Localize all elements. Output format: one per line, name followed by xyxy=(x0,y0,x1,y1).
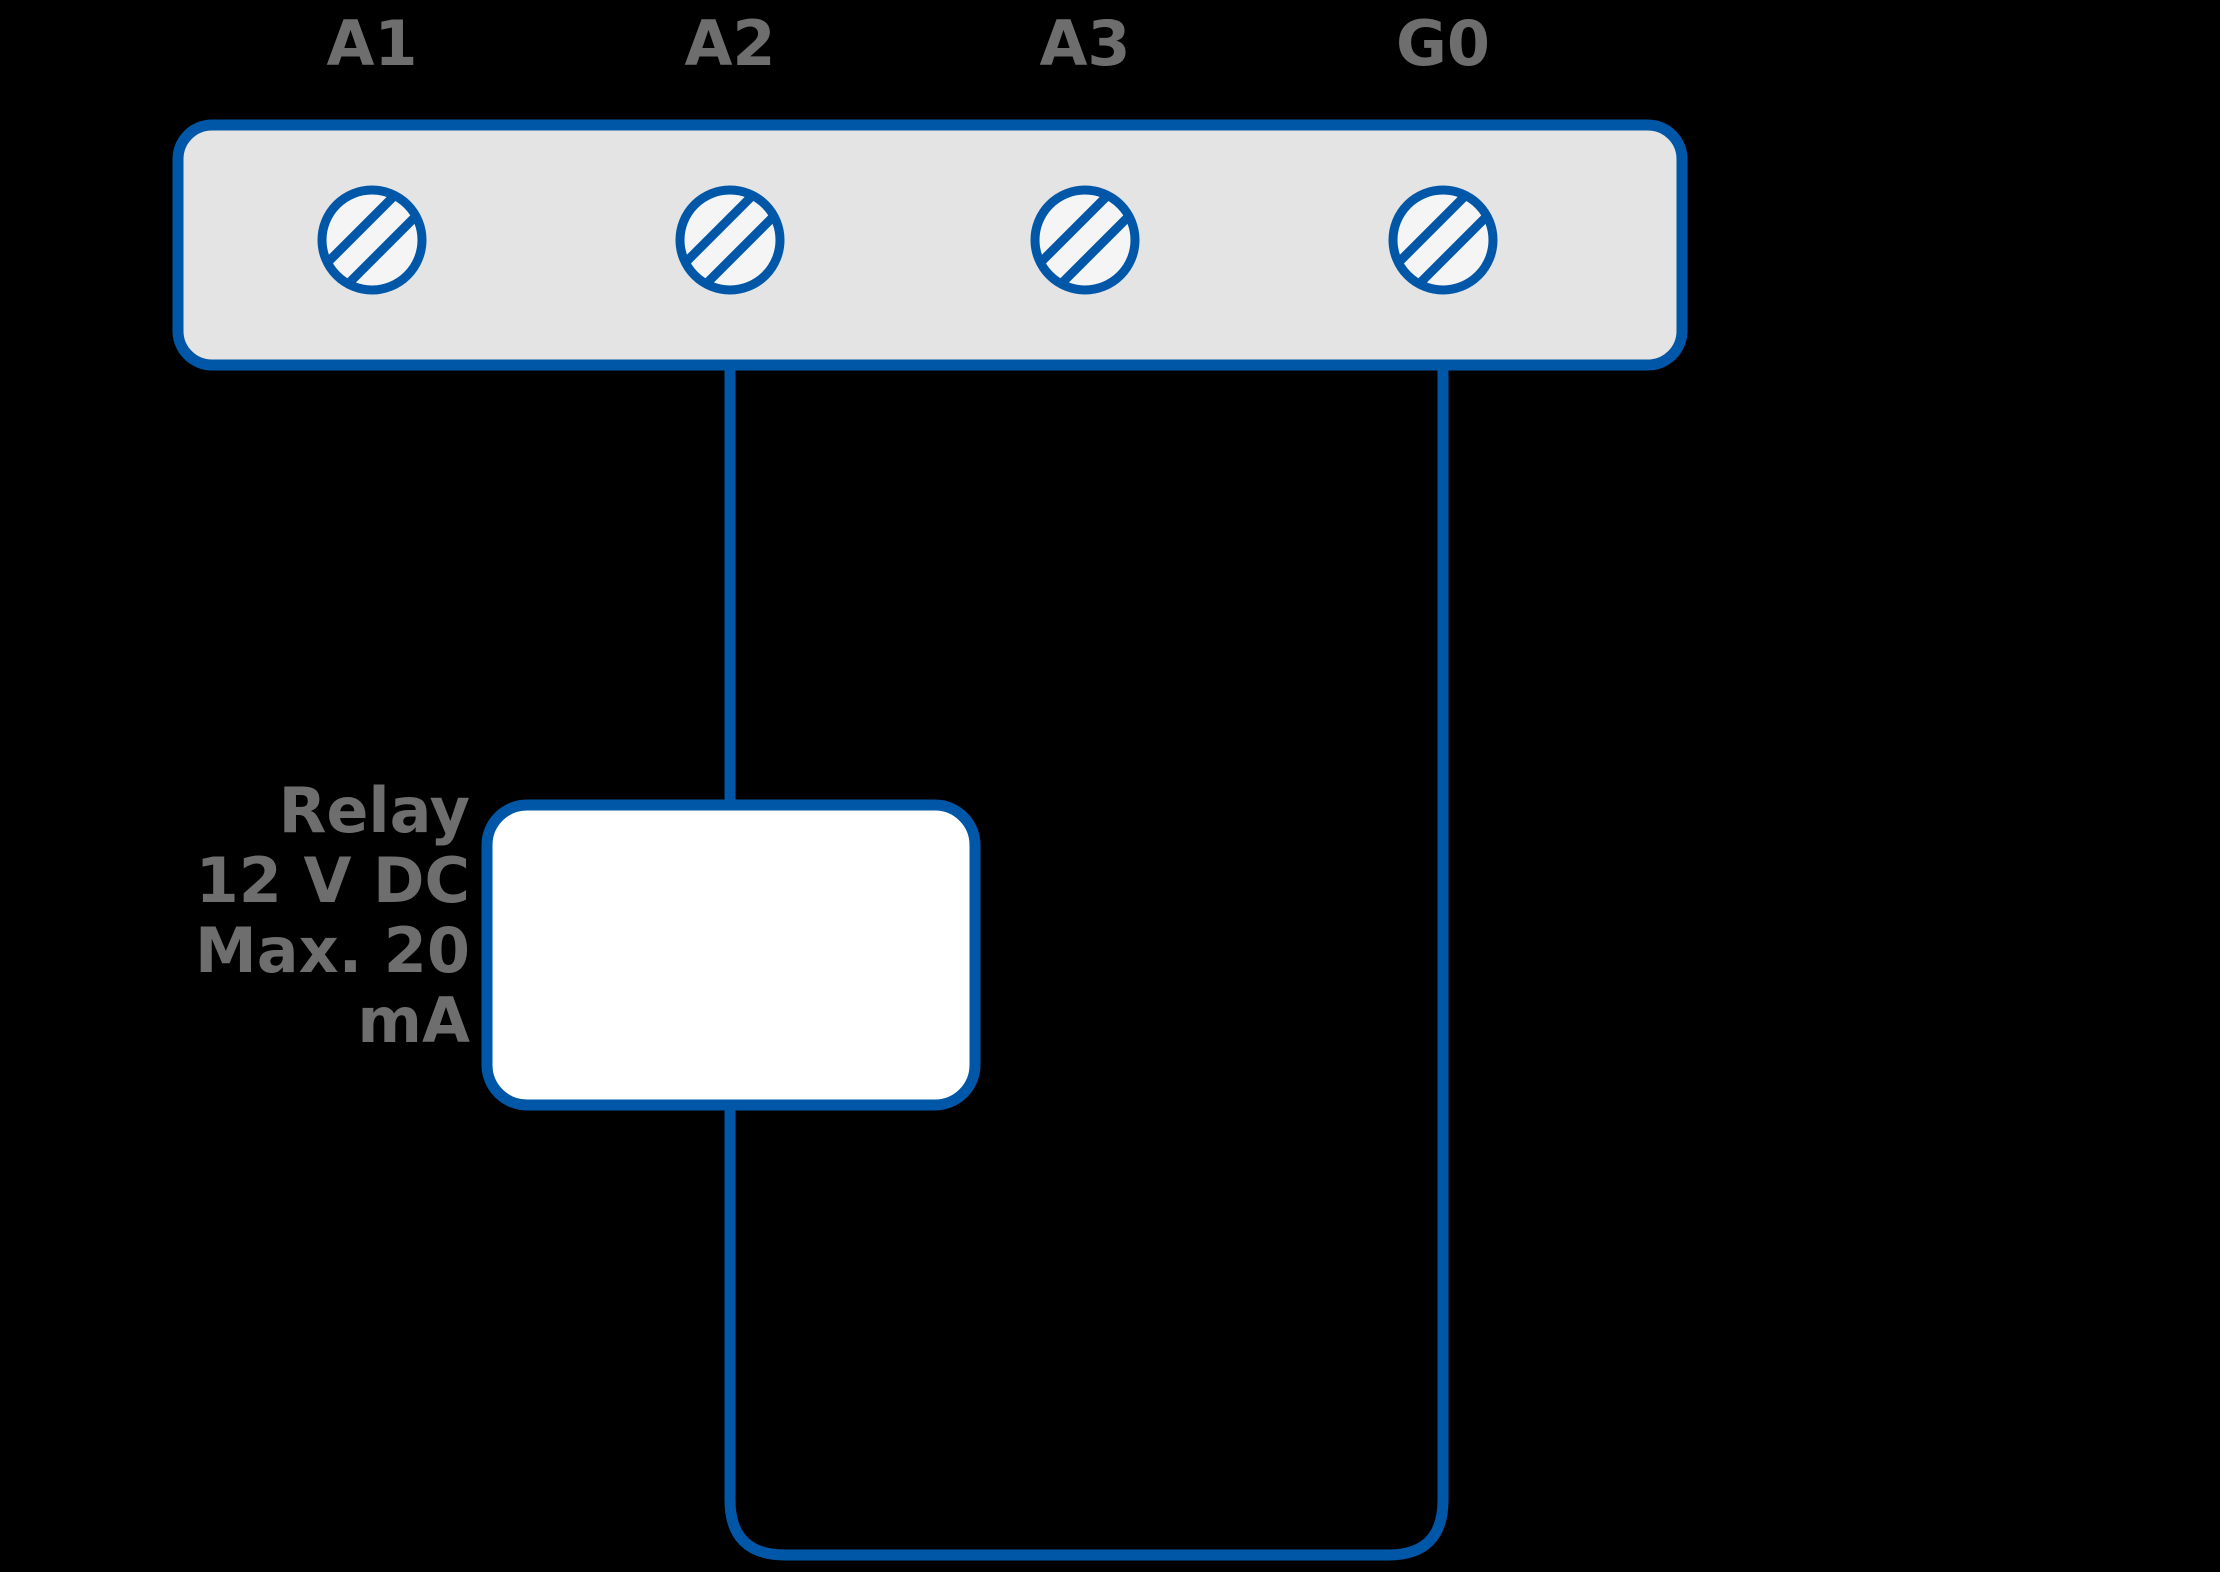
terminal-label-g0: G0 xyxy=(1396,7,1490,80)
terminal-block[interactable] xyxy=(172,119,1688,371)
screw-slot-line xyxy=(686,190,780,290)
screw-slot-line xyxy=(322,190,414,290)
terminal-screw-group xyxy=(290,180,1523,300)
terminal-screw-a3[interactable] xyxy=(1003,180,1165,300)
screw-hatch xyxy=(1035,190,1135,290)
screw-slot-line xyxy=(1399,190,1493,290)
relay-caption-line-3: Max. 20 xyxy=(195,914,470,987)
terminal-screw-a1[interactable] xyxy=(290,180,452,300)
relay-box-body xyxy=(481,799,981,1111)
relay-caption-line-1: Relay xyxy=(279,774,470,847)
screw-circle xyxy=(1030,185,1140,295)
terminal-label-a1: A1 xyxy=(326,7,417,80)
screw-circle xyxy=(675,185,785,295)
terminal-label-a2: A2 xyxy=(684,7,775,80)
screw-slot-line xyxy=(1035,190,1127,290)
screw-slot-line xyxy=(328,190,422,290)
terminal-screw-g0[interactable] xyxy=(1361,180,1523,300)
screw-slot-line xyxy=(1041,190,1135,290)
relay-caption-line-4: mA xyxy=(357,984,470,1057)
relay-caption-line-2: 12 V DC xyxy=(196,844,470,917)
wire-relay-to-g0 xyxy=(724,365,1449,1561)
screw-slot-line xyxy=(1393,190,1485,290)
screw-circle xyxy=(317,185,427,295)
screw-circle xyxy=(1388,185,1498,295)
terminal-screw-a2[interactable] xyxy=(648,180,810,300)
relay-box[interactable] xyxy=(481,799,981,1111)
terminal-label-a3: A3 xyxy=(1039,7,1130,80)
screw-hatch xyxy=(680,190,780,290)
wire-group xyxy=(724,365,1449,1561)
screw-hatch xyxy=(322,190,422,290)
screw-hatch xyxy=(1393,190,1493,290)
screw-slot-line xyxy=(680,190,772,290)
terminal-block-body xyxy=(172,119,1688,371)
terminal-label-group: A1 A2 A3 G0 xyxy=(326,7,1490,80)
